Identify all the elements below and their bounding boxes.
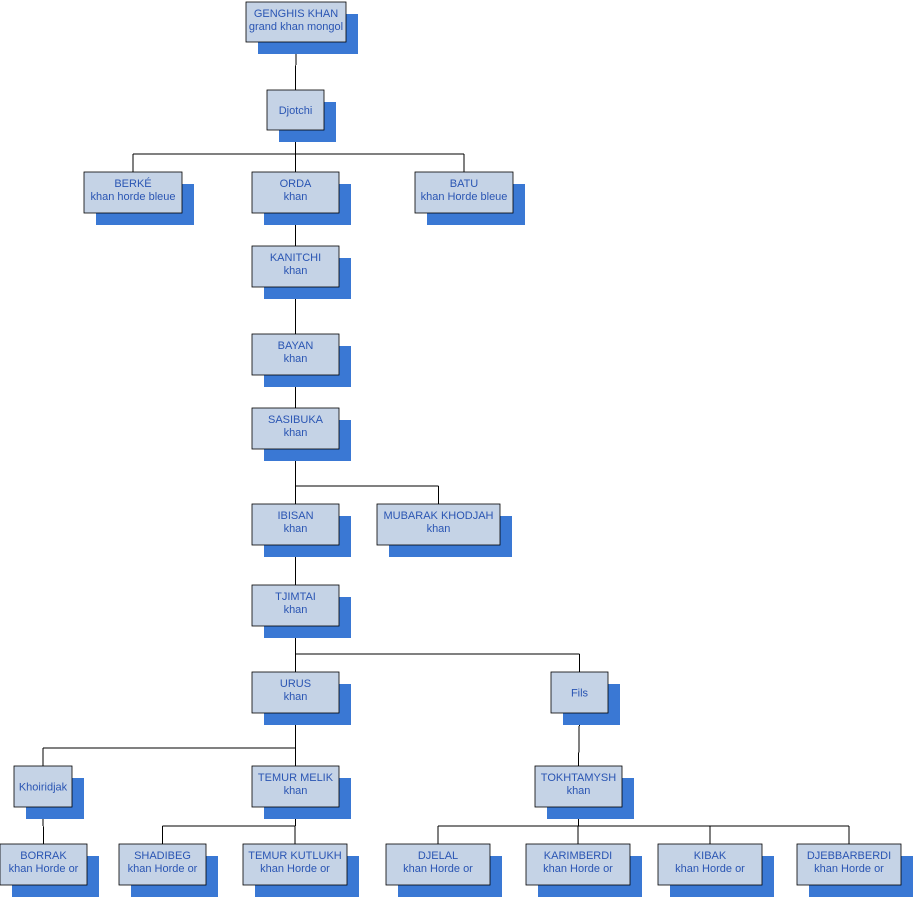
node-title: KARIMBERDI [544,850,612,862]
node-subtitle: khan [284,265,308,277]
node-title: KANITCHI [270,252,321,264]
node-title: TOKHTAMYSH [541,772,616,784]
node-subtitle: khan [284,191,308,203]
node-box [266,89,325,131]
node-box [13,765,73,808]
node-title: BATU [450,178,479,190]
node-box [525,843,631,886]
node-title: BERKÉ [114,177,151,190]
node-box [251,245,340,288]
node-box [796,843,902,886]
node-box [242,843,348,886]
node-box [376,503,501,546]
node-fils: Fils [550,671,620,725]
node-subtitle: khan Horde or [543,863,613,875]
node-box [118,843,207,886]
node-box [251,171,340,214]
node-subtitle: khan [567,785,591,797]
node-title: ORDA [280,178,312,190]
node-subtitle: khan Horde or [403,863,473,875]
node-subtitle: khan [284,523,308,535]
node-title: GENGHIS KHAN [254,8,338,20]
node-djotchi: Djotchi [266,89,336,142]
node-title: URUS [280,678,311,690]
node-title: Fils [571,688,589,700]
node-box [534,765,623,808]
node-box [414,171,514,214]
node-box [83,171,183,214]
node-subtitle: khan [427,523,451,535]
node-title: DJELAL [418,850,458,862]
node-box [0,843,88,886]
node-subtitle: khan Horde or [128,863,198,875]
connector-lines [42,41,850,845]
node-subtitle: khan Horde or [675,863,745,875]
node-subtitle: khan [284,604,308,616]
node-title: MUBARAK KHODJAH [383,510,493,522]
node-title: BORRAK [20,850,67,862]
node-title: IBISAN [277,510,313,522]
node-subtitle: khan [284,785,308,797]
node-subtitle: khan Horde or [260,863,330,875]
node-box [251,503,340,546]
node-subtitle: khan [284,427,308,439]
node-title: TJIMTAI [275,591,316,603]
node-box [251,671,340,714]
node-subtitle: khan [284,353,308,365]
node-subtitle: grand khan mongol [249,21,343,33]
node-subtitle: khan Horde or [9,863,79,875]
node-title: KIBAK [694,850,727,862]
node-box [251,584,340,627]
node-box [245,1,347,43]
node-subtitle: khan [284,691,308,703]
node-title: SASIBUKA [268,414,324,426]
node-subtitle: khan Horde or [814,863,884,875]
node-title: Khoiridjak [19,782,68,794]
node-box [385,843,491,886]
node-title: TEMUR KUTLUKH [248,850,342,862]
node-box [657,843,763,886]
node-title: SHADIBEG [134,850,191,862]
node-box [550,671,609,714]
node-box [251,333,340,376]
node-subtitle: khan horde bleue [90,191,175,203]
node-box [251,407,340,450]
node-title: DJEBBARBERDI [807,850,891,862]
node-title: Djotchi [279,105,313,117]
node-khoiridjak: Khoiridjak [13,765,84,819]
node-subtitle: khan Horde bleue [421,191,508,203]
node-title: BAYAN [278,340,314,352]
node-box [251,765,340,808]
node-title: TEMUR MELIK [258,772,334,784]
